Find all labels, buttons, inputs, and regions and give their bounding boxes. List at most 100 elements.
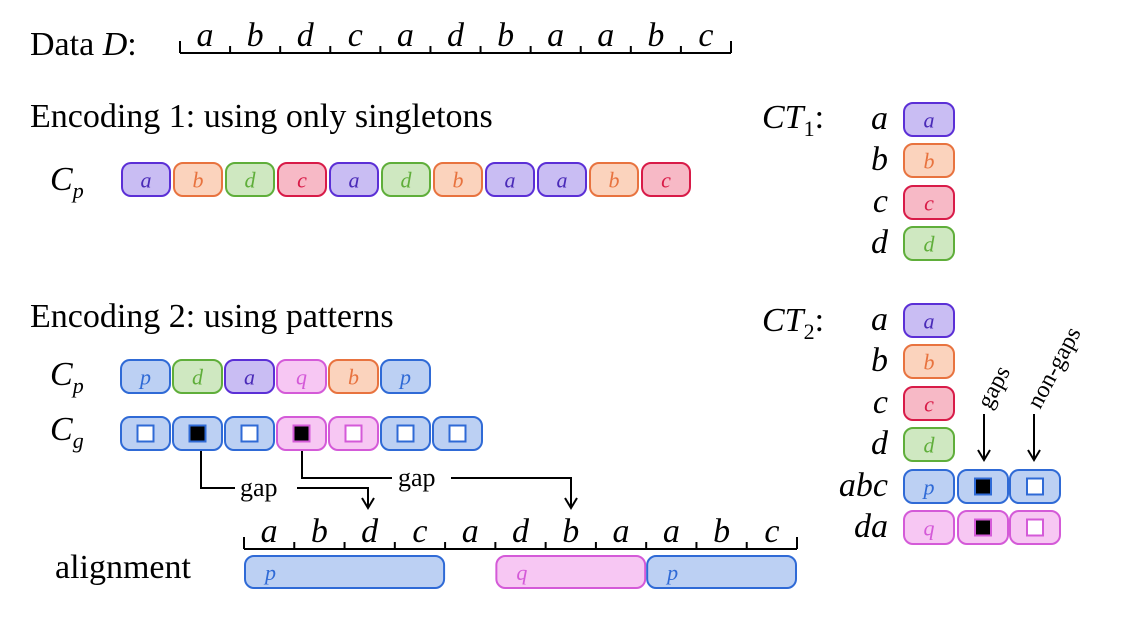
alignment-bar-box bbox=[495, 555, 647, 589]
encoding2-gap-cell bbox=[172, 416, 223, 451]
encoding2-code-d-text: d bbox=[192, 365, 204, 390]
encoding1-code-c-box bbox=[277, 162, 327, 197]
encoding2-code-p-text: p bbox=[398, 365, 411, 390]
ct2-pattern-nongap-code bbox=[1009, 469, 1061, 504]
alignment-symbol: c bbox=[412, 513, 427, 550]
ct1-row-key: c bbox=[873, 183, 888, 220]
encoding1-code-d-box bbox=[381, 162, 431, 197]
encoding2-gap-cell bbox=[120, 416, 171, 451]
ct1-row-code-d-box bbox=[903, 226, 955, 261]
alignment-bar-p: p bbox=[244, 555, 446, 589]
encoding2-code-d-box bbox=[172, 359, 223, 394]
alignment-symbol: b bbox=[311, 513, 328, 550]
alignment-symbol: b bbox=[562, 513, 579, 550]
ct2-row-code-d: d bbox=[903, 427, 955, 462]
encoding1-code-c-text: c bbox=[661, 168, 671, 193]
data-symbol: a bbox=[547, 17, 564, 54]
ct1-row-code-a: a bbox=[903, 102, 955, 137]
data-symbol: a bbox=[597, 17, 614, 54]
encoding1-code-b-text: b bbox=[453, 168, 464, 193]
alignment-bar-box bbox=[646, 555, 797, 589]
encoding2-gap-cell-nongap-square bbox=[344, 424, 363, 443]
encoding1-code-b-box bbox=[173, 162, 223, 197]
encoding2-gap-cell bbox=[432, 416, 483, 451]
gap-arrow-2-left bbox=[301, 451, 392, 479]
data-symbol: b bbox=[247, 17, 264, 54]
ct2-row-key: c bbox=[873, 384, 888, 421]
data-symbol: c bbox=[348, 17, 363, 54]
ct1-label: CT1: bbox=[762, 99, 824, 141]
ct2-row-code-b-text: b bbox=[924, 350, 935, 375]
encoding1-code-a: a bbox=[485, 162, 535, 197]
encoding2-code-p: p bbox=[380, 359, 431, 394]
ct1-row-code-c-text: c bbox=[924, 191, 934, 216]
ct2-header-nongaps: non-gaps bbox=[1022, 323, 1086, 413]
encoding1-title: Encoding 1: using only singletons bbox=[30, 98, 493, 135]
ct1-row-code-d: d bbox=[903, 226, 955, 261]
encoding2-code-p: p bbox=[120, 359, 171, 394]
ct2-row-key: d bbox=[871, 425, 889, 462]
encoding2-code-p-box bbox=[120, 359, 171, 394]
ct2-pattern-nongap-code-nongap-square bbox=[1026, 518, 1044, 537]
data-symbol: d bbox=[447, 17, 465, 54]
encoding2-cg-stream bbox=[120, 416, 483, 451]
encoding1-code-c: c bbox=[277, 162, 327, 197]
encoding2-code-q: q bbox=[276, 359, 327, 394]
encoding2-code-b: b bbox=[328, 359, 379, 394]
encoding1-code-a-text: a bbox=[505, 168, 516, 193]
alignment-symbol: d bbox=[512, 513, 530, 550]
ct2-pattern-gap-code-gap-square bbox=[974, 477, 992, 496]
gap-arrow-1-head bbox=[361, 497, 375, 510]
ct1-row-code-c-box bbox=[903, 185, 955, 220]
encoding2-gap-cell-gap-square bbox=[188, 424, 207, 443]
alignment-ticks bbox=[243, 537, 798, 549]
encoding1-code-a-box bbox=[329, 162, 379, 197]
ct2-pattern-code-p-box bbox=[903, 469, 955, 504]
data-label: Data D: bbox=[30, 26, 137, 63]
ct1-row-code-c: c bbox=[903, 185, 955, 220]
ct1-row-code-d-text: d bbox=[924, 232, 936, 257]
encoding1-code-d-text: d bbox=[401, 168, 413, 193]
encoding2-code-b-text: b bbox=[348, 365, 359, 390]
encoding2-cp-label: Cp bbox=[50, 356, 84, 398]
ct2-pattern-nongap-code-nongap-square bbox=[1026, 477, 1044, 496]
data-symbol: a bbox=[197, 17, 214, 54]
ct2-pattern-code-q: q bbox=[903, 510, 955, 545]
gap-arrow-2-right bbox=[451, 477, 572, 506]
encoding2-code-q-text: q bbox=[296, 365, 307, 390]
ct2-row-code-d-text: d bbox=[924, 433, 936, 458]
ct2-row-code-a-box bbox=[903, 303, 955, 338]
ct2-pattern-nongap-code bbox=[1009, 510, 1061, 545]
ct2-row-code-b: b bbox=[903, 344, 955, 379]
alignment-symbol: b bbox=[713, 513, 730, 550]
data-symbol: b bbox=[647, 17, 664, 54]
alignment-bar-text: q bbox=[516, 560, 527, 585]
ct2-row-code-a: a bbox=[903, 303, 955, 338]
alignment-symbol: a bbox=[261, 513, 278, 550]
ct1-row-code-a-text: a bbox=[924, 108, 935, 133]
ct2-pattern-code-p: p bbox=[903, 469, 955, 504]
ct1-row-code-a-box bbox=[903, 102, 955, 137]
ct2-pattern-gap-code bbox=[957, 510, 1009, 545]
ct2-row-key: b bbox=[871, 342, 888, 379]
encoding2-code-p-box bbox=[380, 359, 431, 394]
data-symbol: a bbox=[397, 17, 414, 54]
gap-label-2: gap bbox=[398, 463, 436, 492]
encoding2-code-a-box bbox=[224, 359, 275, 394]
encoding1-code-c-text: c bbox=[297, 168, 307, 193]
encoding2-title: Encoding 2: using patterns bbox=[30, 298, 394, 335]
encoding2-gap-cell bbox=[276, 416, 327, 451]
alignment-symbol: a bbox=[663, 513, 680, 550]
ct2-row-key: a bbox=[871, 301, 888, 338]
ct2-pattern-code-p-text: p bbox=[922, 475, 935, 500]
